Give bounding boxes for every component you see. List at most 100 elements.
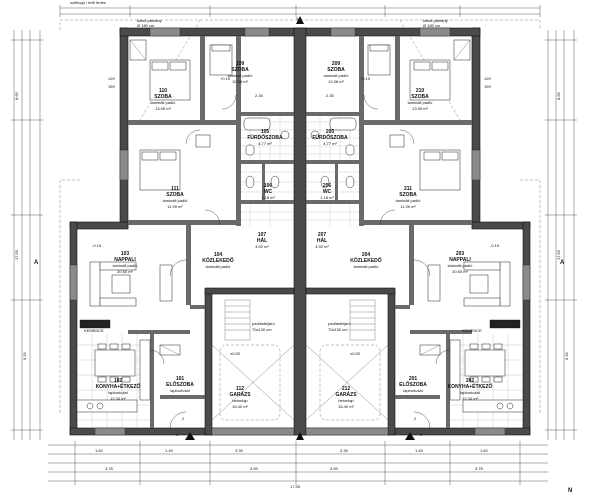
room-number: 111 xyxy=(171,186,179,192)
window-tag: 3 xyxy=(296,16,299,21)
room-area: 11.99 m² xyxy=(167,204,183,209)
window-tag: 2 xyxy=(414,416,417,421)
room-floor: laminált padló xyxy=(228,73,253,78)
room-number: 201 xyxy=(409,376,418,382)
room-name: ELŐSZOBA xyxy=(399,381,427,388)
level-mark: +0.15 xyxy=(220,76,231,81)
north-marker: N xyxy=(568,488,572,494)
interior-walls xyxy=(128,36,472,428)
room-number: 209 xyxy=(332,61,341,67)
room-floor: laminált padló xyxy=(448,263,473,268)
top-note: szélfogó / tető fedés xyxy=(70,0,106,5)
room-floor: laminált padló xyxy=(113,263,138,268)
room-name: FÜRDŐSZOBA xyxy=(312,134,348,141)
room-name: HÁL xyxy=(317,237,327,244)
room-name: NAPPALI xyxy=(449,257,471,263)
room-name: NAPPALI xyxy=(114,257,136,263)
tag-right-code: Ø 180 cm xyxy=(423,23,441,28)
window-tag: 2 xyxy=(182,416,185,421)
room-area: 16.40 m² xyxy=(232,404,248,409)
dim-label: 129 xyxy=(484,76,491,81)
room-name: SZOBA xyxy=(154,94,172,100)
dim-label: 129 xyxy=(108,76,115,81)
stair-right: padlásfeljáró xyxy=(328,321,351,326)
room-floor: laminált padló xyxy=(408,100,433,105)
room-floor: laminált padló xyxy=(354,264,379,269)
furniture-left xyxy=(76,39,295,429)
room-area: 1.18 m² xyxy=(320,195,334,200)
level-mark: -0.15 xyxy=(92,243,102,248)
dim-label: 2.35 xyxy=(255,93,264,98)
level-mark: +0.15 xyxy=(360,76,371,81)
room-name: SZOBA xyxy=(327,67,345,73)
level-mark: ±0.00 xyxy=(350,351,361,356)
room-area: 20.60 m² xyxy=(452,269,468,274)
room-name: FÜRDŐSZOBA xyxy=(247,134,283,141)
room-area: 4.77 m² xyxy=(258,141,272,146)
room-floor: laminált padló xyxy=(324,73,349,78)
dim-label: 6.15 xyxy=(564,351,569,360)
dim-label: 3.39 xyxy=(340,448,349,453)
room-area: 10.38 m² xyxy=(328,79,344,84)
room-number: 212 xyxy=(342,386,351,392)
misc-labels: szélfogó / tető fedés külső párkány Ø 18… xyxy=(34,0,572,494)
room-name: SZOBA xyxy=(231,67,249,73)
section-marker-left: A xyxy=(34,260,39,266)
room-area: 4.77 m² xyxy=(323,141,337,146)
room-name: KONYHA+ÉTKEZŐ xyxy=(448,382,493,390)
tag-left-code: Ø 180 cm xyxy=(137,23,155,28)
dim-label: 3.99 xyxy=(250,466,259,471)
room-number: 202 xyxy=(466,378,475,384)
tag-right: külső párkány xyxy=(423,18,448,23)
room-floor: lapburkolat xyxy=(460,390,480,395)
dim-label: 3.78 xyxy=(475,466,484,471)
room-floor: betonlap xyxy=(338,398,354,403)
room-number: 103 xyxy=(121,251,130,257)
room-number: 112 xyxy=(236,386,244,392)
room-name: WC xyxy=(323,189,332,195)
room-floor: lapburkolat xyxy=(170,388,190,393)
room-name: SZOBA xyxy=(166,192,184,198)
dim-label: 159 xyxy=(108,84,115,89)
room-number: 101 xyxy=(176,376,185,382)
room-floor: laminált padló xyxy=(151,100,176,105)
room-area: 1.18 m² xyxy=(261,195,275,200)
tag-left: külső párkány xyxy=(137,18,162,23)
room-floor: laminált padló xyxy=(163,198,188,203)
room-floor: lapburkolat xyxy=(108,390,128,395)
room-area: 12.34 m² xyxy=(110,396,126,401)
dim-label: 1.49 xyxy=(165,448,174,453)
room-area: 4.92 m² xyxy=(255,244,269,249)
dim-label: 3.99 xyxy=(330,466,339,471)
dim-label: 3.39 xyxy=(235,448,244,453)
room-number: 207 xyxy=(318,232,327,238)
room-number: 102 xyxy=(114,378,123,384)
room-area: 4.92 m² xyxy=(315,244,329,249)
room-area: 20.60 m² xyxy=(117,269,133,274)
hearth-right: KEMENCE xyxy=(462,328,482,333)
room-name: GARÁZS xyxy=(335,391,357,398)
room-number: 206 xyxy=(323,183,332,189)
room-number: 105 xyxy=(261,129,270,135)
room-name: KÖZLEKEDŐ xyxy=(202,257,234,264)
room-area: 10.38 m² xyxy=(232,79,248,84)
room-number: 210 xyxy=(416,88,425,94)
room-number: 109 xyxy=(236,61,245,67)
room-area: 16.40 m² xyxy=(338,404,354,409)
room-number: 110 xyxy=(159,88,167,94)
window-tag: 1 xyxy=(176,432,179,437)
room-name: KÖZLEKEDŐ xyxy=(350,257,382,264)
room-name: SZOBA xyxy=(399,192,417,198)
dim-label: 8.65 xyxy=(14,91,19,100)
room-area: 12.34 m² xyxy=(462,396,478,401)
dim-label: 3.78 xyxy=(105,466,114,471)
room-number: 107 xyxy=(258,232,267,238)
room-name: KONYHA+ÉTKEZŐ xyxy=(96,382,141,390)
window-tag: 1 xyxy=(420,432,423,437)
room-name: SZOBA xyxy=(411,94,429,100)
section-marker-right: A xyxy=(560,260,565,266)
room-name: WC xyxy=(264,189,273,195)
dim-label: 2.35 xyxy=(326,93,335,98)
